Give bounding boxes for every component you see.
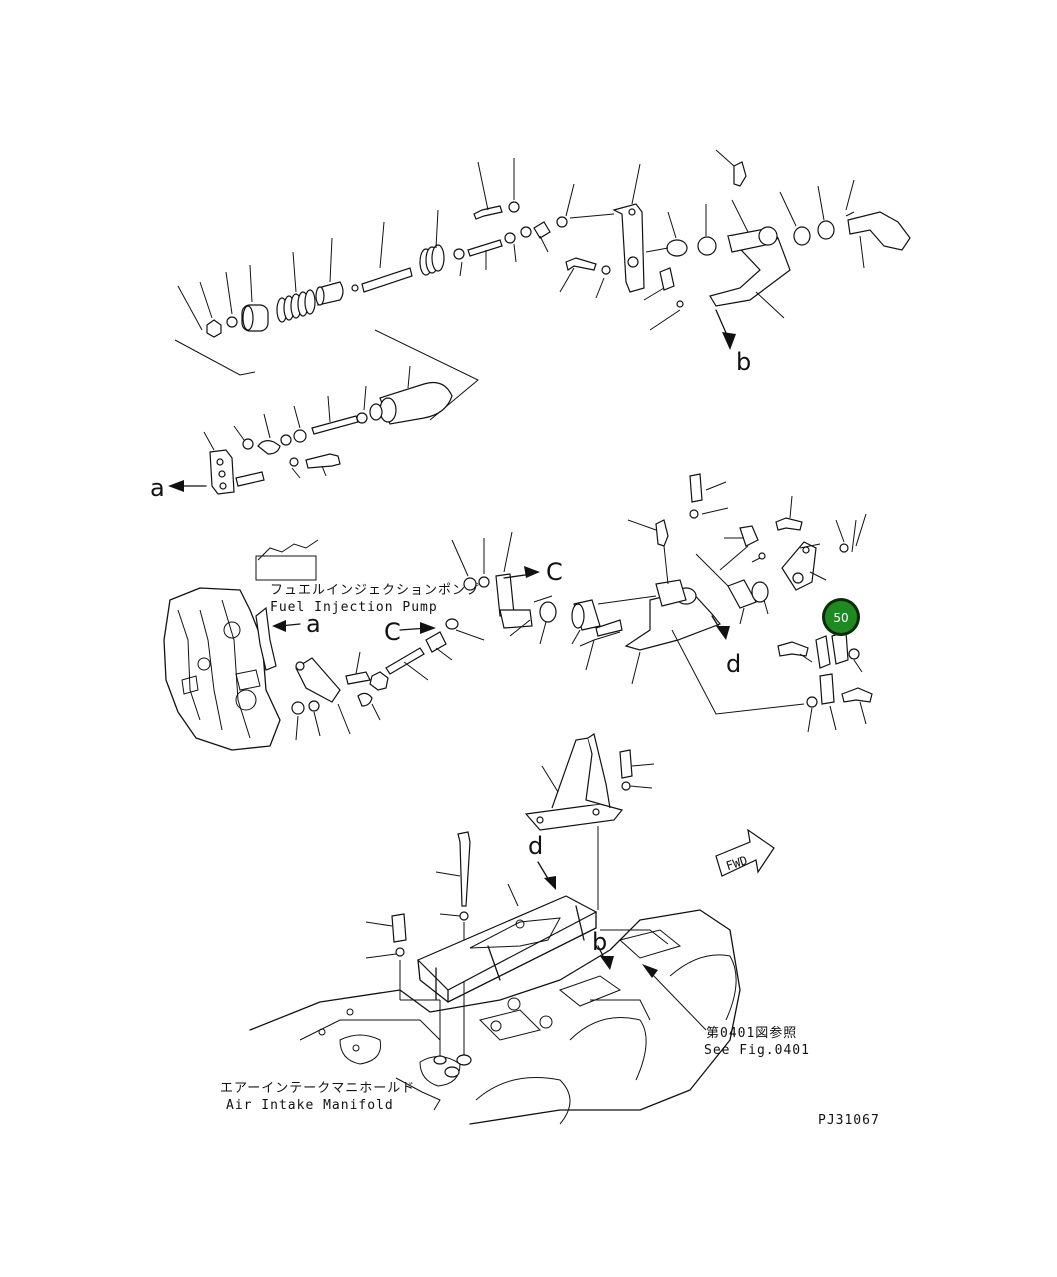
long-mounting-bolts (365, 831, 471, 1060)
fuel-injection-pump-label-jp: フュエルインジェクションポンプ (270, 583, 480, 598)
forward-direction-arrow: FWD (715, 828, 775, 877)
coil-spring (419, 244, 445, 276)
reference-letter-c-left: C (384, 618, 401, 646)
lever-bracket-assembly (559, 149, 911, 350)
see-fig-label-en: See Fig.0401 (704, 1043, 810, 1058)
drawing-number: PJ31067 (818, 1113, 880, 1128)
reference-letter-a-pump: a (306, 610, 321, 638)
part-50-highlight-badge[interactable]: 50 (822, 598, 860, 636)
see-fig-label-jp: 第0401図参照 (706, 1025, 797, 1041)
pump-lever-linkage (291, 618, 485, 741)
fuel-injection-pump-label-en: Fuel Injection Pump (270, 600, 438, 615)
reference-letter-d-right: d (726, 650, 741, 678)
reference-letter-a-left: a (150, 474, 165, 502)
fuel-injection-pump (163, 539, 319, 751)
reference-letter-b-top: b (736, 348, 751, 376)
reference-letter-d-bottom: d (528, 832, 543, 860)
reference-letter-b-bottom: b (592, 928, 607, 956)
upper-bolt-set (689, 473, 867, 591)
reference-letter-c-right: C (546, 558, 563, 586)
part-number-label: 50 (833, 611, 848, 625)
link-rod-assembly (168, 365, 453, 495)
top-shaft-assembly (174, 158, 575, 421)
fwd-label: FWD (724, 853, 749, 873)
spring-1 (276, 289, 316, 323)
base-mount-plate (416, 861, 614, 1003)
cross-shaft-assembly (451, 519, 769, 685)
upper-mount-bracket (524, 733, 655, 910)
part-50-bracket-assembly (671, 629, 873, 733)
air-intake-manifold-label-jp: エアーインテークマニホールド (220, 1081, 415, 1096)
air-intake-manifold (249, 909, 741, 1125)
air-intake-manifold-label-en: Air Intake Manifold (226, 1098, 394, 1113)
